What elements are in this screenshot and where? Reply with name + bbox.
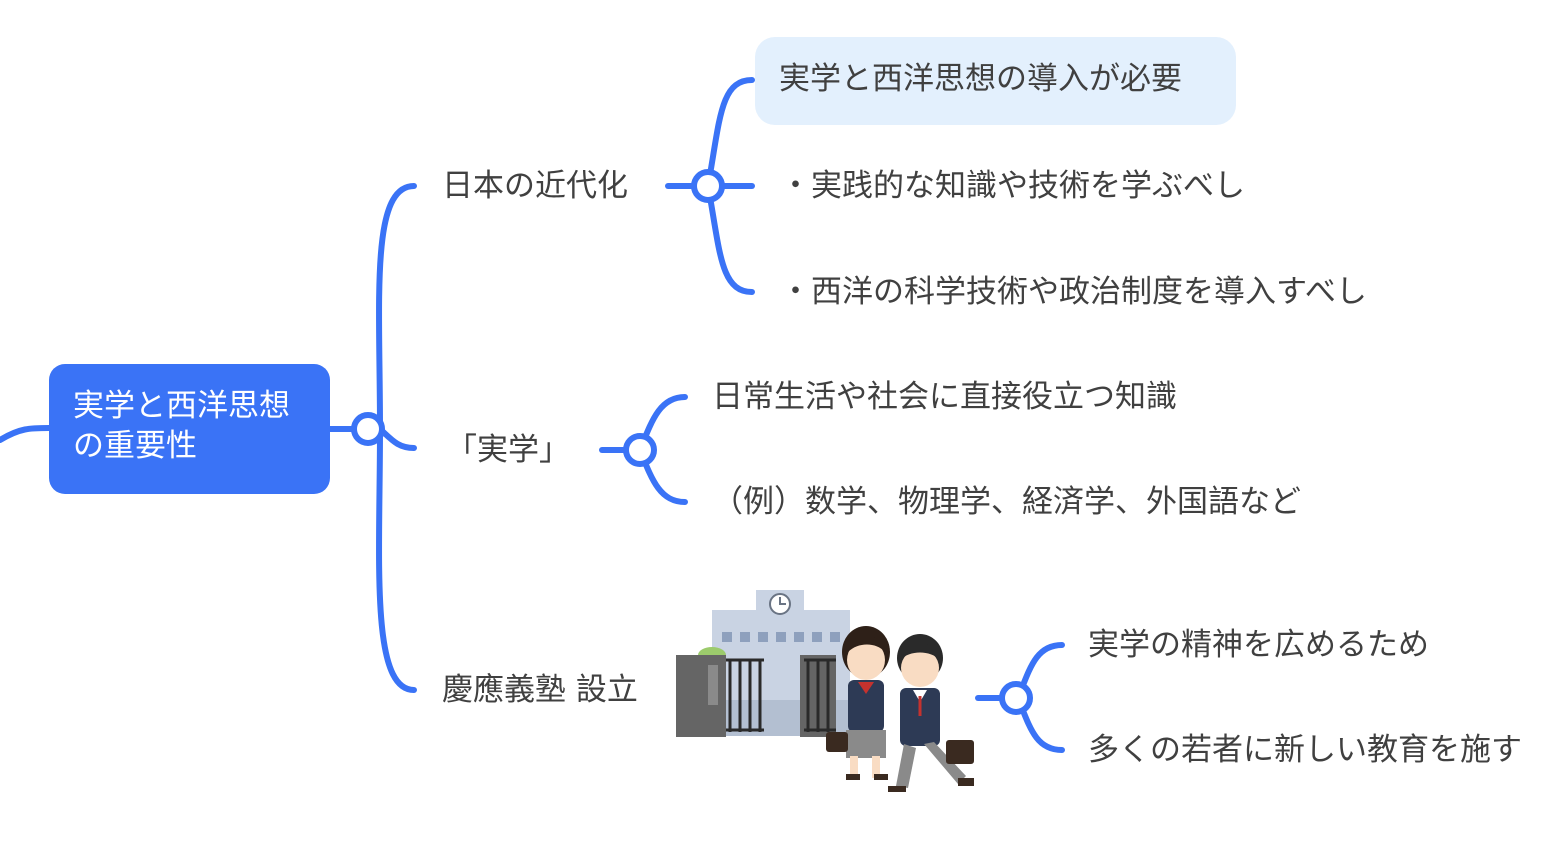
- child-node-new-education[interactable]: 多くの若者に新しい教育を施す: [1088, 732, 1522, 768]
- junction-branch-3: [999, 681, 1033, 715]
- connector-branch-1: [376, 183, 417, 432]
- root-label-line-2: の重要性: [73, 428, 197, 464]
- child-node-definition[interactable]: 日常生活や社会に直接役立つ知識: [712, 379, 1177, 415]
- child-node-spread-spirit[interactable]: 実学の精神を広めるため: [1088, 627, 1429, 663]
- root-incoming-connector: [0, 425, 52, 443]
- connector-branch-2: [377, 426, 417, 451]
- child-node-examples[interactable]: （例）数学、物理学、経済学、外国語など: [712, 484, 1301, 520]
- connector-b1-child-1: [705, 77, 755, 189]
- child-node-practical-knowledge[interactable]: ・実践的な知識や技術を学ぶべし: [780, 168, 1245, 204]
- child-node-western-technology[interactable]: ・西洋の科学技術や政治制度を導入すべし: [780, 274, 1367, 310]
- junction-branch-1: [691, 169, 725, 203]
- school-students-illustration: [676, 590, 974, 792]
- connector-b1-child-3: [705, 183, 755, 295]
- junction-root: [351, 412, 385, 446]
- connector-branch-3: [376, 426, 417, 693]
- branch-node-keio-founding[interactable]: 慶應義塾 設立: [442, 672, 638, 708]
- branch-node-jitsugaku[interactable]: 「実学」: [446, 432, 570, 468]
- branch-node-modernization[interactable]: 日本の近代化: [442, 168, 628, 204]
- child-node-highlighted[interactable]: 実学と西洋思想の導入が必要: [755, 37, 1236, 125]
- root-node[interactable]: 実学と西洋思想 の重要性: [49, 364, 330, 494]
- junction-branch-2: [623, 433, 657, 467]
- root-label-line-1: 実学と西洋思想: [73, 388, 290, 424]
